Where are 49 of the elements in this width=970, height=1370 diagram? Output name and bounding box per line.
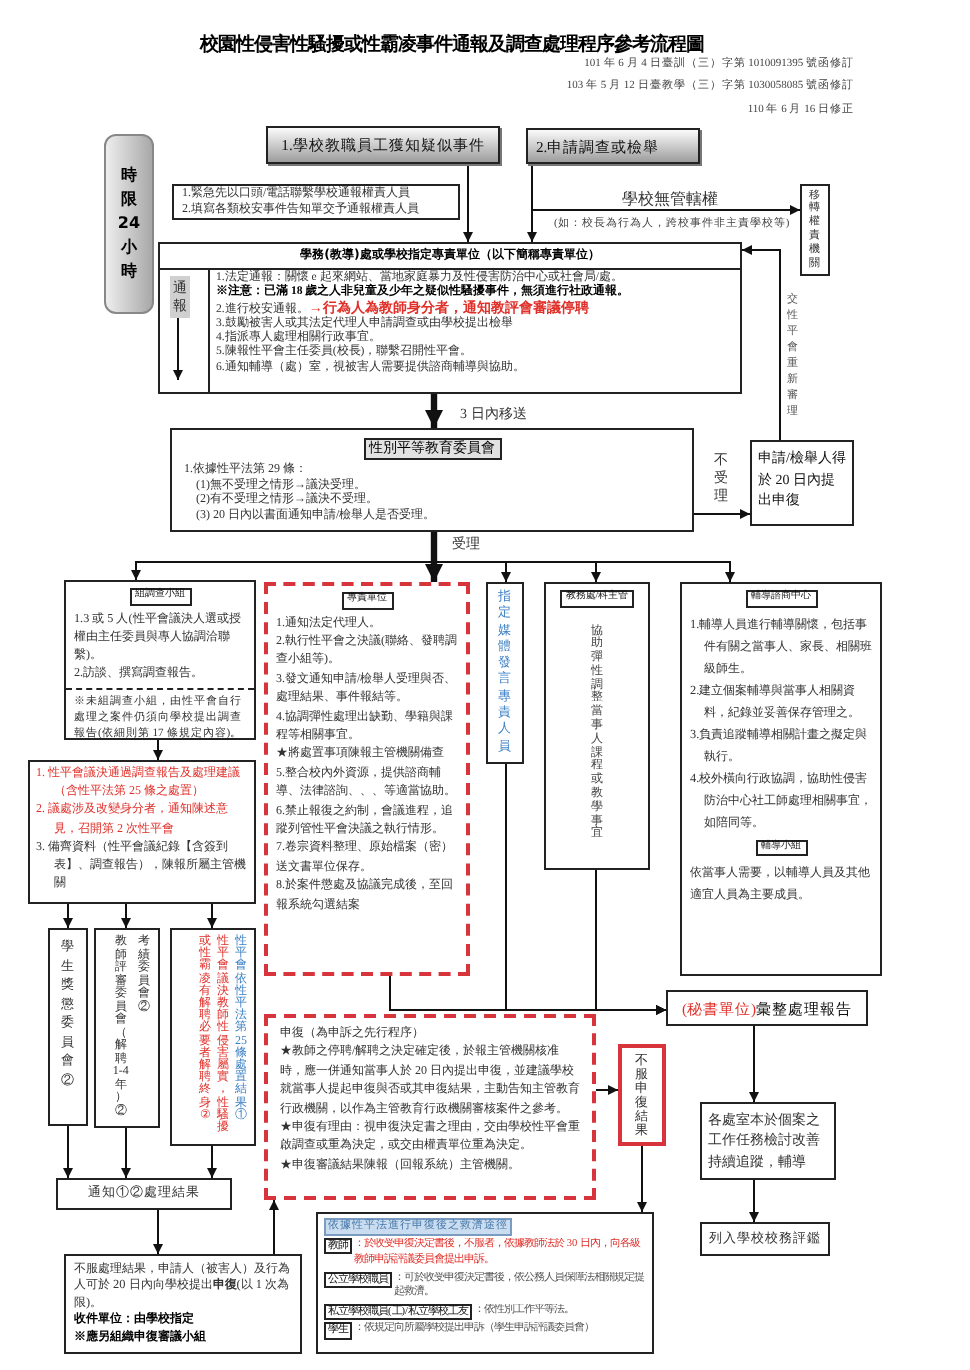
- process-box: [700, 1102, 836, 1180]
- arrow: [63, 903, 73, 929]
- process-box: [64, 1254, 302, 1354]
- time-limit-box: [104, 134, 154, 314]
- arrow: [749, 1179, 759, 1223]
- arrow: [463, 163, 473, 243]
- arrow: [121, 1127, 131, 1179]
- process-box: [618, 1044, 666, 1146]
- process-box: [94, 928, 160, 1128]
- arrow: [531, 163, 801, 215]
- process-box: [700, 1222, 830, 1256]
- arrow: [269, 1199, 279, 1255]
- process-box: [158, 242, 742, 394]
- process-box: [750, 440, 854, 526]
- step-box: [526, 128, 700, 164]
- arrow: [595, 869, 667, 1015]
- arrow: [63, 1125, 73, 1179]
- arrow: [425, 532, 443, 582]
- process-box: [544, 582, 650, 870]
- process-box: [64, 580, 256, 740]
- process-box: [48, 928, 88, 1126]
- arrow: [741, 245, 781, 441]
- arrow: [153, 1209, 163, 1255]
- process-box: [56, 1178, 232, 1210]
- note-box: [172, 184, 460, 220]
- arrow: [425, 394, 443, 428]
- arrow: [693, 509, 751, 519]
- process-box: [666, 990, 868, 1026]
- process-box: [316, 1212, 654, 1354]
- arrow: [637, 1145, 647, 1213]
- process-box: [800, 184, 830, 276]
- process-box: [28, 760, 256, 904]
- title: 校園性侵害性騷擾或性霸凌事件通報及調查處理程序參考流程圖: [197, 34, 706, 56]
- responsibility-box: [264, 582, 470, 976]
- step-box: [266, 126, 500, 164]
- arrow: [207, 1145, 217, 1179]
- arrow: [173, 315, 183, 381]
- appeal-box: [264, 1014, 596, 1200]
- process-box: [170, 928, 256, 1146]
- arrow: [153, 739, 163, 761]
- process-box: [680, 582, 882, 976]
- process-box: [486, 582, 524, 764]
- box-text: 時限24小時: [116, 164, 142, 284]
- edge-label: 學校無管轄權: [622, 190, 718, 208]
- arrow: [207, 903, 217, 929]
- arrow: [749, 1025, 759, 1103]
- arrow: [595, 1085, 619, 1095]
- arrow: [121, 903, 131, 929]
- process-box: [170, 428, 694, 532]
